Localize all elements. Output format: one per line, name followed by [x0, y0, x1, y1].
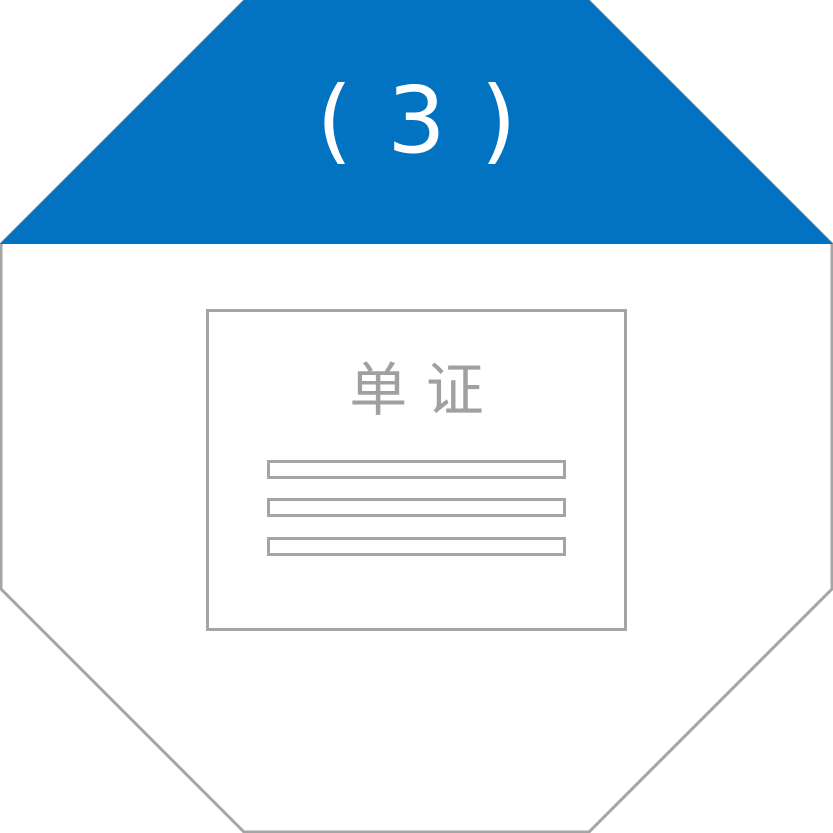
document-title: 单 证: [349, 356, 483, 424]
document-frame: [206, 309, 627, 631]
document-icon: 单 证: [206, 309, 627, 631]
document-line: [267, 537, 566, 556]
badge-number: ( 3 ): [317, 67, 517, 174]
document-line: [267, 498, 566, 517]
header-band: [0, 0, 833, 244]
document-line: [267, 460, 566, 479]
